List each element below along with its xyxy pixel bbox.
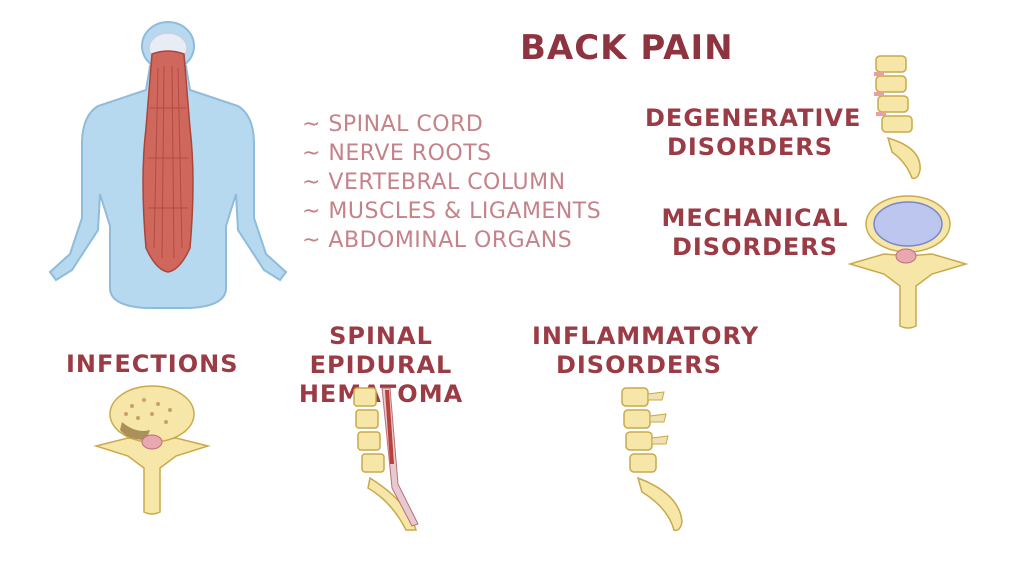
- human-back-muscles-icon: [48, 21, 288, 309]
- inflammatory-disorders-label: INFLAMMATORY DISORDERS: [532, 322, 760, 379]
- list-item: ~ ABDOMINAL ORGANS: [302, 228, 573, 253]
- list-item: ~ SPINAL CORD: [302, 112, 484, 137]
- herniated-disc-vertebra-icon: [847, 195, 969, 329]
- structures-list: ~ SPINAL CORD ~ NERVE ROOTS ~ VERTEBRAL …: [302, 110, 601, 255]
- spinal-epidural-hematoma-label: SPINAL EPIDURAL HEMATOMA: [298, 322, 464, 408]
- list-item: ~ VERTEBRAL COLUMN: [302, 170, 566, 195]
- spine-icon: [621, 387, 683, 532]
- mechanical-disorders-label: MECHANICAL DISORDERS: [661, 204, 849, 261]
- degenerative-disorders-label: DEGENERATIVE DISORDERS: [645, 104, 862, 161]
- infected-vertebra-icon: [93, 385, 211, 515]
- page-title: BACK PAIN: [520, 28, 734, 68]
- list-item: ~ MUSCLES & LIGAMENTS: [302, 199, 602, 224]
- lumbar-spine-icon: [874, 55, 921, 180]
- list-item: ~ NERVE ROOTS: [302, 141, 492, 166]
- spinal-hematoma-icon: [353, 387, 419, 531]
- infections-label: INFECTIONS: [66, 350, 239, 378]
